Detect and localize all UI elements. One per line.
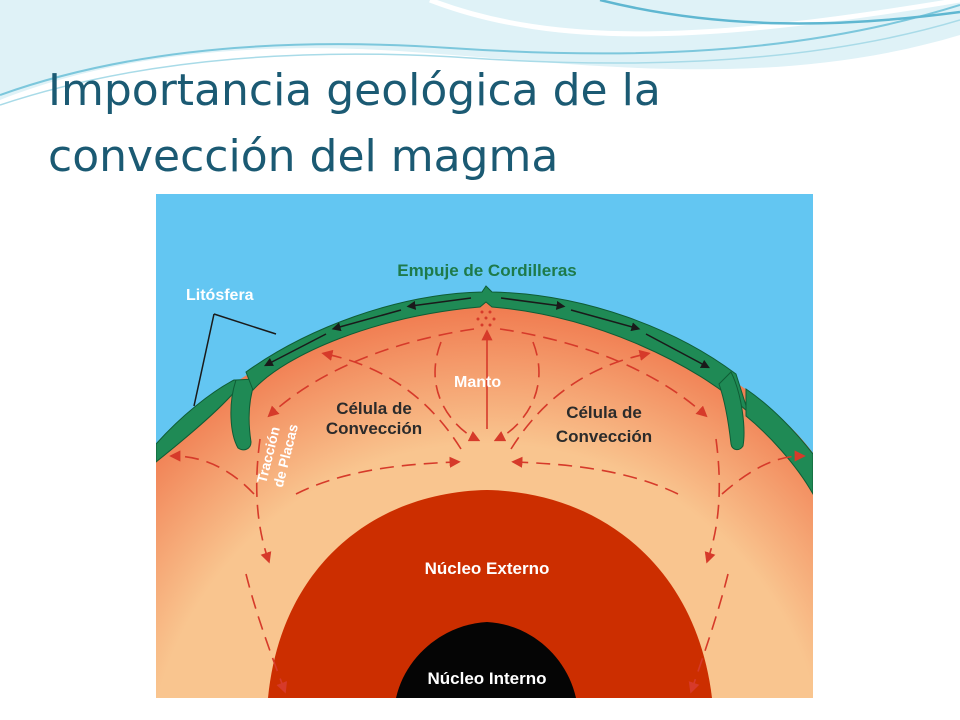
slide-header-swoosh — [0, 0, 960, 106]
lithosphere-right-slab — [718, 371, 745, 451]
inner-core — [396, 622, 576, 698]
slide-title-line-2: convección del magma — [48, 131, 559, 182]
label-celula-der-linea2: Convección — [556, 427, 652, 446]
label-litosfera: Litósfera — [186, 287, 254, 304]
label-nucleo-interno: Núcleo Interno — [427, 669, 546, 688]
label-nucleo-externo: Núcleo Externo — [425, 559, 550, 578]
label-celula-der-linea1: Célula de — [566, 403, 642, 422]
outer-core — [268, 490, 712, 698]
lithosphere-right-plate — [745, 388, 813, 496]
lithosphere-pointer — [193, 313, 277, 407]
slide-title-line-1: Importancia geológica de la — [48, 65, 661, 116]
lithosphere-left-slab — [230, 378, 257, 451]
label-manto: Manto — [454, 374, 501, 391]
label-celula-izq-linea1: Célula de — [336, 399, 412, 418]
plate-motion-arrows — [264, 297, 710, 369]
slide-title: Importancia geológica de la convección d… — [48, 58, 928, 190]
convection-diagram: Empuje de Cordilleras Litósfera Manto Cé… — [156, 194, 813, 698]
label-celula-izq-linea2: Convección — [326, 419, 422, 438]
label-empuje-de-cordilleras: Empuje de Cordilleras — [397, 261, 577, 280]
ridge-upwelling — [476, 310, 496, 327]
convection-diagram-svg: Empuje de Cordilleras Litósfera Manto Cé… — [156, 194, 813, 698]
convection-arrows — [169, 328, 806, 694]
